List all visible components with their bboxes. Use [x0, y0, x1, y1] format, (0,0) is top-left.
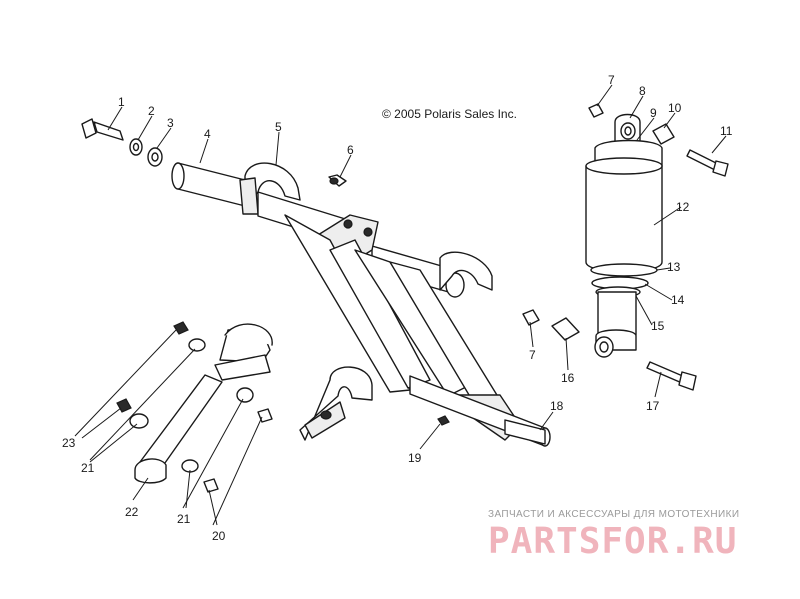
callout-21-lower: 21 [177, 512, 191, 526]
callout-9: 9 [650, 106, 657, 120]
lower-shaft-part-18 [409, 375, 551, 447]
callout-2: 2 [148, 104, 155, 118]
washer-part-21-b [129, 413, 149, 429]
washer-part-2 [129, 138, 143, 156]
callout-7: 7 [608, 73, 615, 87]
watermark-caption: ЗАПЧАСТИ И АКСЕССУАРЫ ДЛЯ МОТОТЕХНИКИ [488, 509, 739, 520]
callout-13: 13 [667, 260, 681, 274]
bolt-part-11 [686, 149, 729, 177]
callout-5: 5 [275, 120, 282, 134]
washer-part-21-c [236, 387, 254, 403]
callout-18: 18 [550, 399, 564, 413]
callout-17: 17 [646, 399, 660, 413]
callout-10: 10 [668, 101, 682, 115]
washer-part-3 [147, 147, 163, 167]
nut-part-7-top [588, 103, 604, 118]
callout-19: 19 [408, 451, 422, 465]
bolt-part-17 [646, 361, 697, 391]
shock-absorber [585, 113, 663, 358]
callout-23: 23 [62, 436, 76, 450]
callout-6: 6 [347, 143, 354, 157]
linkage-bar-part-22 [134, 323, 273, 484]
bolt-part-1 [81, 118, 124, 141]
bolt-part-6 [328, 174, 347, 187]
callout-11: 11 [720, 124, 733, 138]
spacer-part-16 [551, 317, 580, 341]
nut-part-19 [437, 415, 450, 426]
nut-part-23-top [173, 321, 189, 335]
callout-3: 3 [167, 116, 174, 130]
watermark-logo: PARTSFOR.RU [488, 521, 737, 562]
callout-15: 15 [651, 319, 665, 333]
spacer-part-10 [652, 123, 675, 145]
nut-part-7-lower [522, 309, 540, 326]
leader-lines [74, 84, 727, 526]
copyright-notice: © 2005 Polaris Sales Inc. [382, 107, 517, 121]
pin-part-20-b [203, 478, 219, 493]
callout-21-left: 21 [81, 461, 95, 475]
lower-clamp-bracket [299, 366, 373, 441]
callout-labels: 1 2 3 4 5 6 7 8 9 10 11 12 13 14 15 7 16… [62, 73, 733, 543]
swing-arm-plates [284, 214, 521, 441]
callout-12: 12 [676, 200, 690, 214]
callout-1: 1 [118, 95, 125, 109]
rear-shaft-part-4 [171, 162, 246, 207]
watermark: ЗАПЧАСТИ И АКСЕССУАРЫ ДЛЯ МОТОТЕХНИКИ PA… [488, 509, 739, 562]
callout-16: 16 [561, 371, 575, 385]
callout-8: 8 [639, 84, 646, 98]
washer-part-21-a [188, 338, 206, 352]
callout-7-lower: 7 [529, 348, 536, 362]
callout-4: 4 [204, 127, 211, 141]
callout-20: 20 [212, 529, 226, 543]
callout-14: 14 [671, 293, 685, 307]
callout-22: 22 [125, 505, 139, 519]
